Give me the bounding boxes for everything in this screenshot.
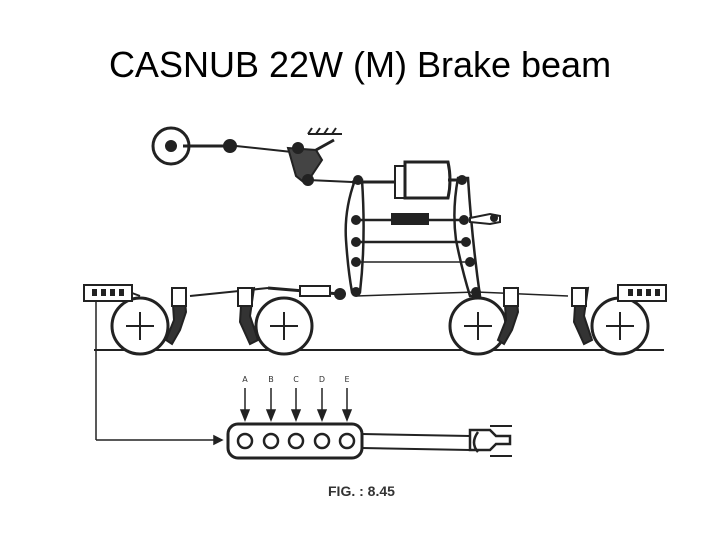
wheel-3 xyxy=(448,296,508,356)
bell-crank xyxy=(286,127,353,186)
pin-label-c: C xyxy=(293,375,299,384)
pin-arrows xyxy=(239,388,353,423)
hand-brake-wheel xyxy=(151,126,293,166)
pin-label-e: E xyxy=(344,375,349,384)
brake-cylinder xyxy=(352,160,464,200)
pin-label-a: A xyxy=(242,375,248,384)
wheel-2 xyxy=(254,296,314,356)
push-rods xyxy=(189,285,569,300)
wheel-1 xyxy=(110,296,170,356)
slide-title: CASNUB 22W (M) Brake beam xyxy=(108,44,612,85)
wheel-4 xyxy=(590,296,650,356)
right-connector-block xyxy=(617,284,667,302)
pin-label-b: B xyxy=(268,375,274,384)
pin-labels: A B C D E xyxy=(242,375,349,384)
brake-levers xyxy=(344,175,501,298)
brake-shoes xyxy=(164,286,594,346)
feed-line xyxy=(95,301,224,446)
five-pin-connector xyxy=(226,422,512,460)
figure-caption: FIG. : 8.45 xyxy=(328,483,395,499)
left-connector-block xyxy=(83,284,141,302)
pin-label-d: D xyxy=(319,375,325,384)
